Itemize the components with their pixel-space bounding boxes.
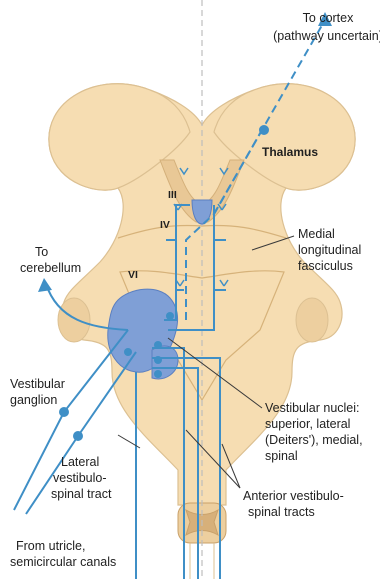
- vestibular-nuclei-label-line4: spinal: [265, 449, 298, 463]
- nerve-iii-label: III: [168, 189, 177, 201]
- vestibular-ganglion-label-line2: ganglion: [10, 393, 57, 407]
- to-cerebellum-label-line1: To: [35, 245, 48, 259]
- lateral-tract-label-line3: spinal tract: [51, 487, 112, 501]
- mlf-label-line1: Medial: [298, 227, 335, 241]
- from-utricle-label-line2: semicircular canals: [10, 555, 116, 569]
- anterior-tracts-label-line1: Anterior vestibulo-: [243, 489, 344, 503]
- lateral-tract-label-line1: Lateral: [61, 455, 99, 469]
- mlf-label-line2: longitudinal: [298, 243, 361, 257]
- nerve-vi-label: VI: [128, 269, 138, 281]
- mlf-label-line3: fasciculus: [298, 259, 353, 273]
- to-cortex-label-line2: (pathway uncertain): [273, 29, 380, 43]
- vestibular-nuclei-label-line2: superior, lateral: [265, 417, 350, 431]
- vestibular-nuclei-label-line1: Vestibular nuclei:: [265, 401, 360, 415]
- left-peduncle: [58, 298, 90, 342]
- from-utricle-label-line1: From utricle,: [16, 539, 85, 553]
- anterior-tracts-label-line2: spinal tracts: [248, 505, 315, 519]
- thalamus-label: Thalamus: [262, 145, 318, 159]
- to-cortex-label-line1: To cortex: [303, 11, 354, 25]
- right-peduncle: [296, 298, 328, 342]
- arrow-to-cerebellum: [38, 278, 52, 292]
- lateral-tract-label-line2: vestibulo-: [53, 471, 107, 485]
- nerve-iv-label: IV: [160, 219, 170, 231]
- vestibular-ganglion-label-line1: Vestibular: [10, 377, 65, 391]
- to-cerebellum-label-line2: cerebellum: [20, 261, 81, 275]
- vestibular-nuclei-label-line3: (Deiters'), medial,: [265, 433, 363, 447]
